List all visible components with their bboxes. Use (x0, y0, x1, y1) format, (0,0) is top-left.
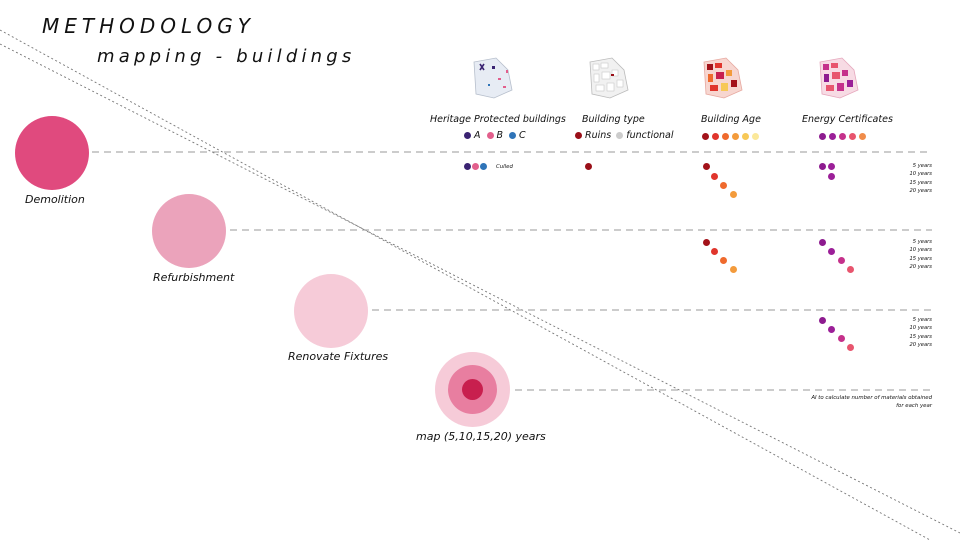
energy-swatch (859, 133, 866, 140)
age-step-dot (720, 257, 727, 264)
heritage-b-dot (486, 132, 494, 139)
year-label: 5 years (912, 163, 932, 169)
year-label: 5 years (912, 317, 932, 323)
culled-label: Culled (496, 164, 513, 170)
age-swatch (752, 133, 759, 140)
ruins-dot (575, 132, 582, 139)
energy-step-dot (819, 163, 826, 170)
energy-step-dot (828, 248, 835, 255)
year-label: 10 years (909, 325, 932, 332)
page-subtitle: mapping - buildings (97, 46, 356, 67)
culled-dot-c (480, 163, 487, 170)
ai-note: AI to calculate number of materials obta… (760, 395, 932, 410)
ai-note-line2: for each year (896, 402, 932, 409)
building-age-legend (702, 133, 762, 141)
heritage-c-label: C (519, 130, 526, 141)
energy-step-dot (828, 173, 835, 180)
page-title: METHODOLOGY (42, 14, 256, 38)
map-label: map (5,10,15,20) years (416, 430, 546, 443)
age-swatch (742, 133, 749, 140)
energy-swatch (839, 133, 846, 140)
refurbishment-circle (152, 194, 226, 268)
energy-step-dot (838, 335, 845, 342)
year-label: 20 years (909, 264, 932, 271)
ai-note-line1: AI to calculate number of materials obta… (811, 395, 932, 401)
demolition-circle (15, 116, 89, 190)
energy-step-dot (847, 344, 854, 351)
year-label: 15 years (909, 179, 932, 186)
energy-swatch (849, 133, 856, 140)
age-step-dot (703, 163, 710, 170)
year-label: 15 years (909, 333, 932, 340)
functional-dot (616, 132, 624, 139)
energy-swatch (819, 133, 826, 140)
year-labels-refurbishment: 5 years 10 years 15 years 20 years (880, 238, 932, 272)
age-swatch (702, 133, 709, 140)
building-type-map-thumbnail (589, 57, 629, 99)
age-step-dot (711, 248, 718, 255)
energy-step-dot (819, 317, 826, 324)
year-labels-demolition: 5 years 10 years 15 years 20 years (880, 162, 932, 196)
heritage-c-dot (509, 132, 517, 139)
renovate-label: Renovate Fixtures (288, 350, 389, 363)
heritage-a-dot (464, 132, 471, 139)
functional-label: functional (626, 130, 674, 141)
heritage-column-title: Heritage Protected buildings (430, 114, 566, 125)
demolition-label: Demolition (25, 193, 85, 206)
year-label: 20 years (909, 188, 932, 195)
year-labels-renovate: 5 years 10 years 15 years 20 years (880, 316, 932, 350)
building-type-legend: Ruins functional (575, 130, 674, 141)
heritage-a-label: A (474, 130, 481, 141)
heritage-map-thumbnail (473, 57, 513, 99)
building-type-column-title: Building type (582, 114, 645, 125)
age-swatch (722, 133, 729, 140)
energy-certificate-map-thumbnail (819, 57, 859, 99)
energy-swatch (829, 133, 836, 140)
energy-step-dot (819, 239, 826, 246)
year-label: 20 years (909, 342, 932, 349)
age-step-dot (703, 239, 710, 246)
culled-dot-a (464, 163, 471, 170)
age-step-dot (730, 191, 737, 198)
energy-step-dot (828, 326, 835, 333)
building-age-map-thumbnail (703, 57, 743, 99)
age-step-dot (711, 173, 718, 180)
energy-step-dot (838, 257, 845, 264)
age-swatch (732, 133, 739, 140)
age-swatch (712, 133, 719, 140)
year-label: 15 years (909, 255, 932, 262)
energy-legend (819, 133, 869, 141)
energy-step-dot (847, 266, 854, 273)
renovate-circle (294, 274, 368, 348)
year-label: 5 years (912, 239, 932, 245)
ruins-label: Ruins (585, 130, 612, 141)
ruins-row-dot (585, 163, 592, 170)
year-label: 10 years (909, 171, 932, 178)
heritage-legend: A B C (464, 130, 526, 141)
heritage-b-label: B (496, 130, 504, 141)
energy-column-title: Energy Certificates (802, 114, 893, 125)
age-step-dot (720, 182, 727, 189)
year-label: 10 years (909, 247, 932, 254)
age-step-dot (730, 266, 737, 273)
energy-step-dot (828, 163, 835, 170)
refurbishment-label: Refurbishment (153, 271, 235, 284)
map-inner-circle (462, 379, 483, 400)
building-age-column-title: Building Age (701, 114, 761, 125)
culled-dot-b (472, 163, 479, 170)
